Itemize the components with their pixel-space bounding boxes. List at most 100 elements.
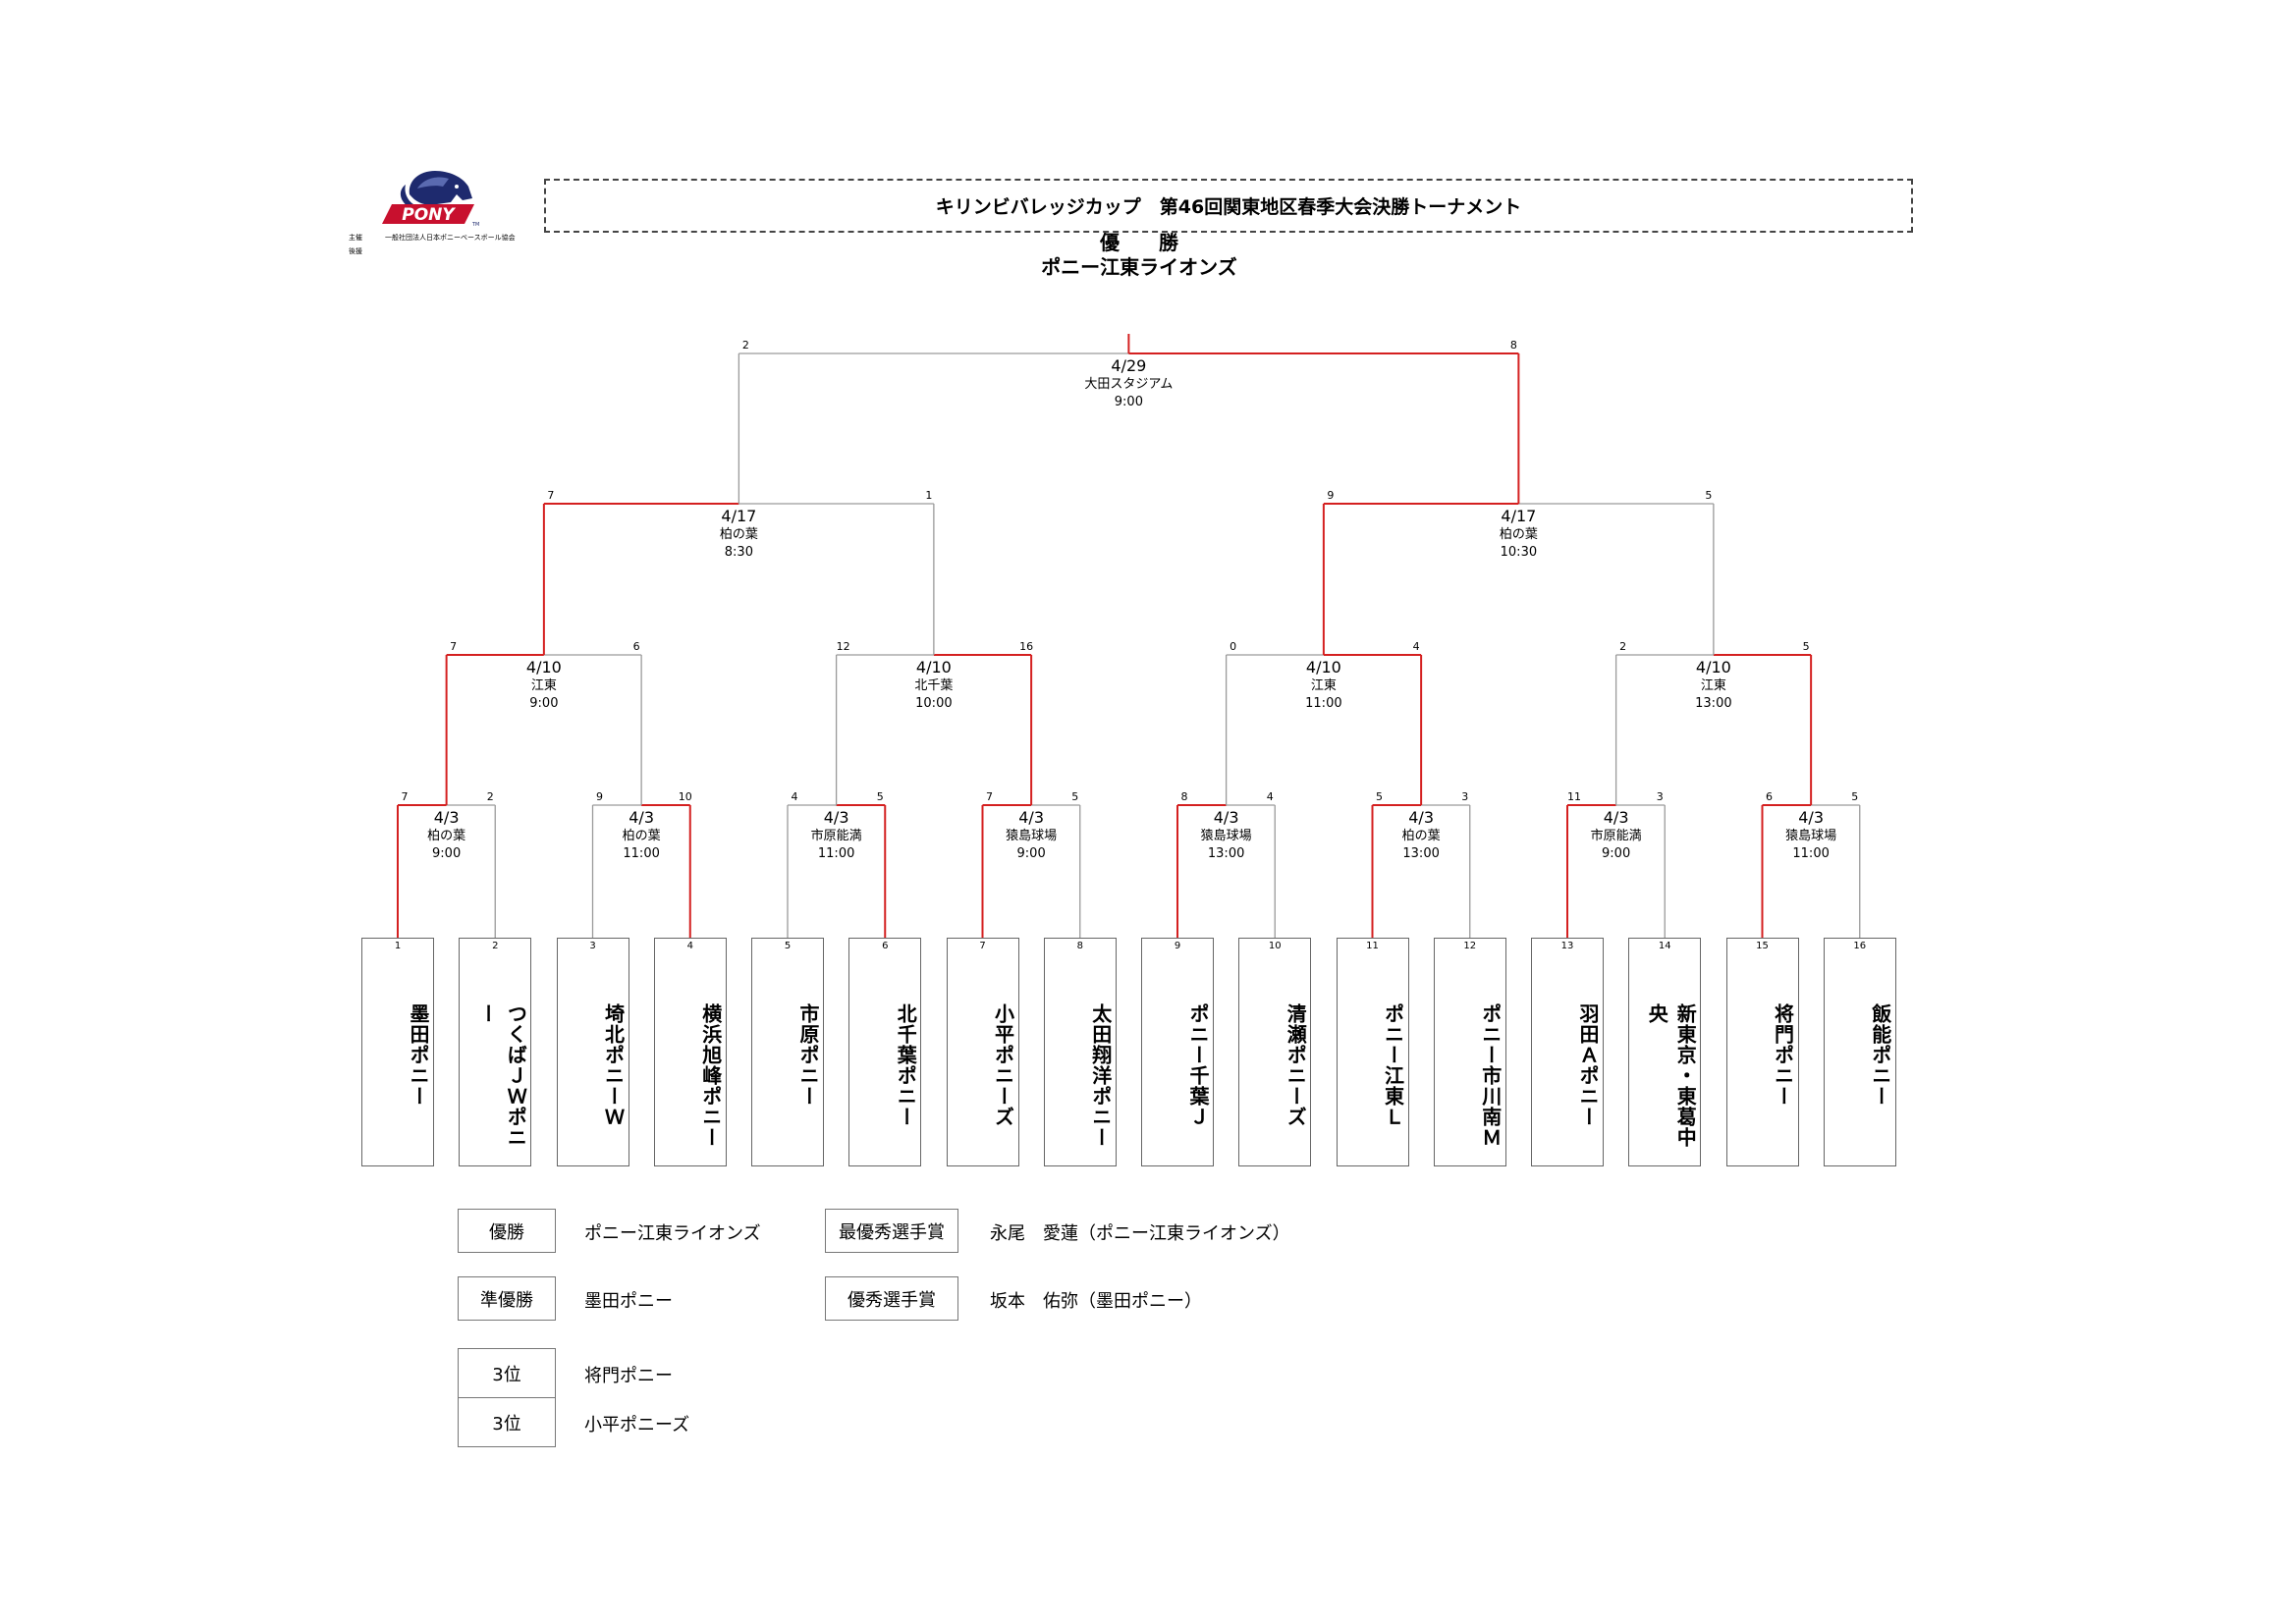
match-time: 10:00 [915, 696, 952, 711]
team-name: 太田翔洋ポニー [1088, 1003, 1113, 1148]
match-venue: 江東 [531, 677, 557, 693]
team-name: 小平ポニーズ [991, 1003, 1015, 1127]
team-number: 6 [882, 941, 889, 951]
team-number: 3 [589, 941, 596, 951]
match-date: 4/17 [1501, 507, 1536, 525]
score-right: 2 [487, 790, 494, 803]
match-time: 9:00 [1602, 846, 1630, 861]
team-name: 市原ポニー [796, 1003, 820, 1107]
match-time: 9:00 [529, 696, 558, 711]
sponsor-label-organizer: 主催 [349, 234, 362, 242]
match-venue: 柏の葉 [427, 829, 465, 843]
score-left: 7 [986, 790, 993, 803]
team-box: 15 将門ポニー [1725, 938, 1799, 1166]
score-left: 7 [402, 790, 409, 803]
team-name: 羽田Ａポニー [1576, 1003, 1600, 1127]
logo-tm: TM [471, 222, 479, 228]
champion-result-label: 優勝 [458, 1209, 556, 1253]
champion-label: 優 勝 [1100, 231, 1178, 254]
match-date: 4/10 [916, 658, 952, 677]
match-venue: 大田スタジアム [1084, 377, 1173, 392]
match-date: 4/3 [629, 808, 654, 827]
third-place-value-1: 将門ポニー [584, 1366, 673, 1386]
team-number: 1 [394, 941, 402, 951]
team-number: 8 [1076, 941, 1083, 951]
match-date: 4/29 [1111, 356, 1146, 375]
match-date: 4/3 [1018, 808, 1044, 827]
score-right: 8 [1510, 339, 1517, 352]
score-right: 4 [1267, 790, 1274, 803]
team-number: 11 [1366, 941, 1379, 951]
score-right: 10 [679, 790, 692, 803]
team-number: 12 [1463, 941, 1477, 951]
match-date: 4/3 [1604, 808, 1629, 827]
team-number: 10 [1268, 941, 1282, 951]
mvp-value: 永尾 愛蓮（ポニー江東ライオンズ） [990, 1223, 1290, 1244]
mvp-label: 最優秀選手賞 [825, 1209, 958, 1253]
tournament-title-box: キリンビバレッジカップ 第46回関東地区春季大会決勝トーナメント [544, 179, 1913, 233]
match-date: 4/3 [434, 808, 460, 827]
match-date: 4/17 [721, 507, 756, 525]
score-left: 12 [837, 640, 850, 653]
third-place-value-2: 小平ポニーズ [584, 1415, 690, 1435]
team-number: 15 [1756, 941, 1769, 951]
match-venue: 柏の葉 [1402, 829, 1441, 843]
match-time: 9:00 [1115, 395, 1143, 409]
match-venue: 柏の葉 [1500, 527, 1538, 542]
match-venue: 柏の葉 [720, 527, 758, 542]
match-time: 13:00 [1402, 846, 1439, 861]
score-right: 5 [1851, 790, 1858, 803]
team-box: 7 小平ポニーズ [946, 938, 1019, 1166]
match-time: 9:00 [432, 846, 461, 861]
score-right: 6 [633, 640, 640, 653]
tournament-title: キリンビバレッジカップ 第46回関東地区春季大会決勝トーナメント [935, 196, 1522, 218]
score-right: 16 [1019, 640, 1033, 653]
match-date: 4/3 [1408, 808, 1434, 827]
match-venue: 猿島球場 [1006, 829, 1057, 843]
team-number: 2 [492, 941, 499, 951]
match-venue: 市原能満 [811, 828, 862, 843]
match-time: 11:00 [1305, 696, 1341, 711]
match-date: 4/10 [526, 658, 562, 677]
match-venue: 猿島球場 [1785, 829, 1836, 843]
match-time: 13:00 [1695, 696, 1731, 711]
score-left: 5 [1376, 790, 1383, 803]
team-name: 横浜旭峰ポニー [698, 1003, 723, 1148]
match-time: 9:00 [1017, 846, 1046, 861]
match-venue: 江東 [1701, 677, 1726, 693]
score-left: 8 [1181, 790, 1188, 803]
score-left: 7 [450, 640, 457, 653]
score-right: 5 [877, 790, 884, 803]
team-number: 7 [979, 941, 986, 951]
champion-result-value: ポニー江東ライオンズ [584, 1223, 761, 1244]
score-right: 1 [925, 489, 932, 502]
match-venue: 市原能満 [1591, 828, 1642, 843]
team-box: 1 墨田ポニー [361, 938, 434, 1166]
score-left: 4 [792, 790, 798, 803]
team-name: ポニー江東Ｌ [1381, 1003, 1405, 1127]
team-box: 11 ポニー江東Ｌ [1336, 938, 1409, 1166]
score-left: 11 [1567, 790, 1581, 803]
match-venue: 柏の葉 [623, 829, 661, 843]
third-place-label-1: 3位 [458, 1348, 556, 1398]
score-left: 0 [1230, 640, 1236, 653]
match-time: 11:00 [623, 846, 659, 861]
match-date: 4/3 [824, 808, 849, 827]
pony-logo: PONY TM [378, 165, 488, 230]
match-time: 13:00 [1208, 846, 1244, 861]
outstanding-player-label: 優秀選手賞 [825, 1276, 958, 1321]
score-left: 7 [547, 489, 554, 502]
match-time: 11:00 [818, 846, 854, 861]
team-number: 4 [686, 941, 693, 951]
team-name: 将門ポニー [1771, 1003, 1795, 1107]
match-date: 4/10 [1696, 658, 1731, 677]
team-box: 8 太田翔洋ポニー [1043, 938, 1117, 1166]
team-name: 墨田ポニー [407, 1003, 430, 1107]
